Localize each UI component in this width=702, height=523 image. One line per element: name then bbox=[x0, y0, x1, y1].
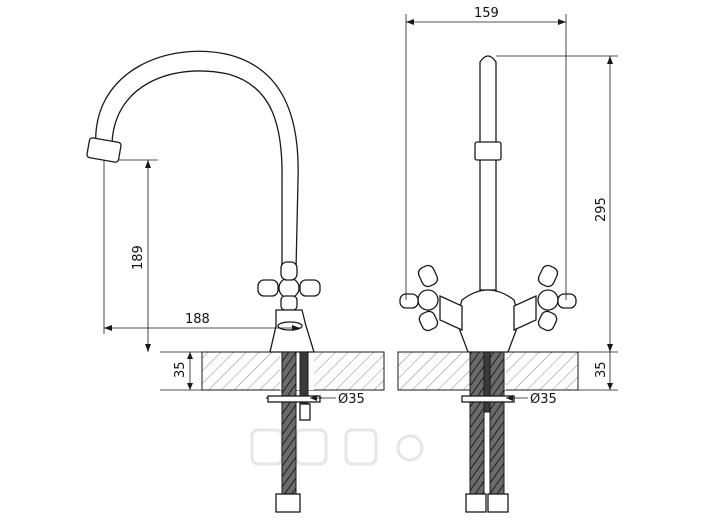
side-hose bbox=[281, 351, 297, 495]
dim-35-left: 35 bbox=[173, 361, 188, 378]
front-handle-left bbox=[399, 264, 463, 332]
front-spout bbox=[479, 55, 497, 291]
watermark bbox=[250, 428, 424, 466]
dim-189: 189 bbox=[131, 245, 146, 270]
front-handle-right bbox=[513, 264, 577, 332]
front-view: 159 295 35 Ø35 bbox=[397, 6, 618, 513]
front-body bbox=[455, 289, 521, 353]
side-view: 188 189 35 Ø35 bbox=[86, 50, 385, 513]
dim-295: 295 bbox=[594, 197, 609, 222]
aerator bbox=[86, 137, 122, 163]
dim-35-right: 35 bbox=[594, 361, 609, 378]
front-hose-left bbox=[469, 351, 485, 495]
side-handles bbox=[257, 261, 321, 311]
dim-188: 188 bbox=[185, 312, 210, 327]
front-hose-right bbox=[489, 351, 505, 495]
front-collar bbox=[474, 141, 502, 161]
dim-159: 159 bbox=[474, 6, 499, 21]
dim-hole-right: Ø35 bbox=[530, 392, 557, 407]
spout-outer bbox=[95, 50, 299, 271]
spout-inner bbox=[111, 70, 283, 272]
dim-hole-left: Ø35 bbox=[338, 392, 365, 407]
